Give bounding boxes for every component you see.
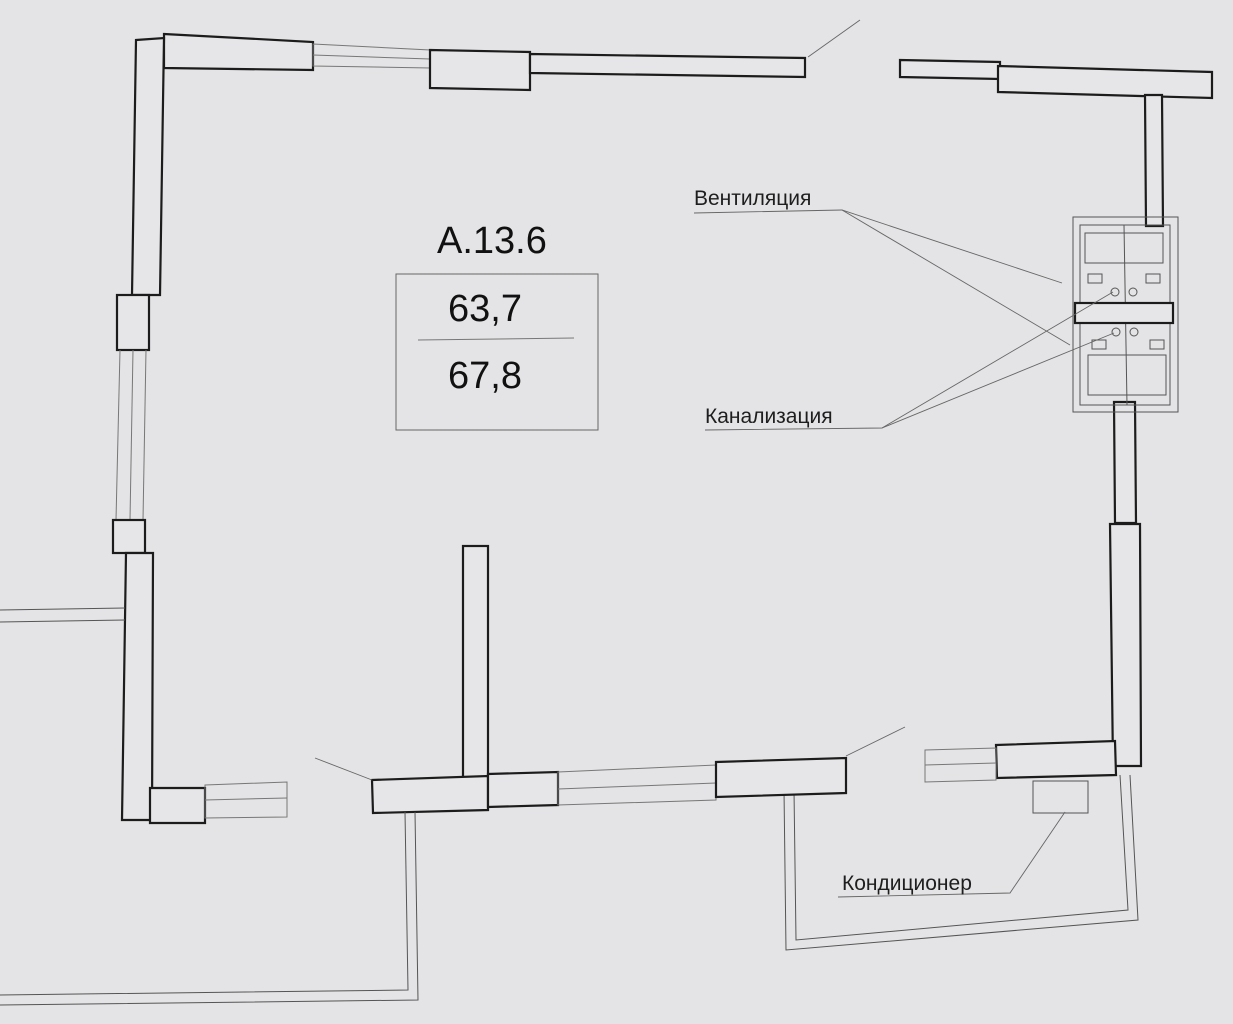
- air-conditioner-label: Кондиционер: [842, 872, 972, 895]
- right-wall: [783, 93, 1165, 951]
- leader-lines: [693, 209, 1115, 898]
- sewer-label: Канализация: [705, 405, 833, 428]
- total-area: 67,8: [448, 355, 522, 397]
- left-wall: [0, 36, 288, 825]
- bottom-wall: [0, 544, 906, 1006]
- living-area: 63,7: [448, 288, 522, 330]
- area-divider: [417, 337, 575, 341]
- area-box: [395, 273, 599, 431]
- ventilation-label: Вентиляция: [694, 187, 812, 210]
- ventilation-shaft: [1072, 216, 1179, 413]
- apartment-code: А.13.6: [437, 220, 547, 262]
- top-wall: [162, 19, 1214, 100]
